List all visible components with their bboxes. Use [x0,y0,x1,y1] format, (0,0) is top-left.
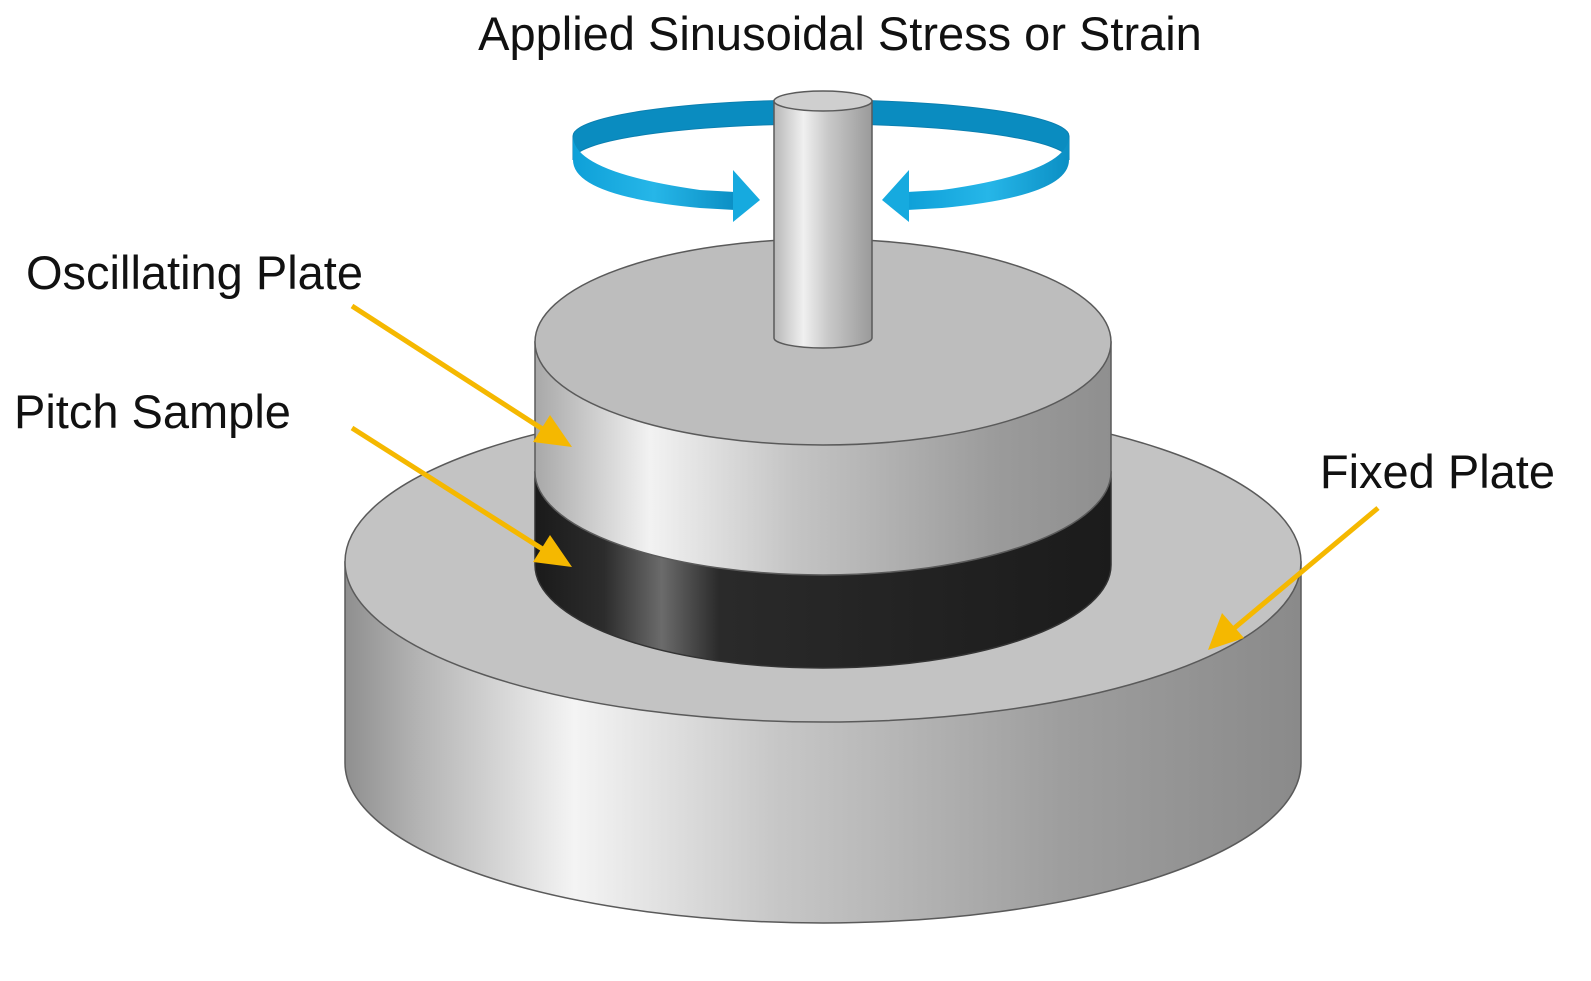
pointer-arrows [350,303,1380,650]
fixed-plate-label: Fixed Plate [1320,445,1555,498]
oscillating-plate-arrow-icon [350,303,572,447]
pitch-sample-label: Pitch Sample [14,385,291,438]
pitch-sample-arrow-icon [350,425,572,567]
shaft [773,90,873,349]
diagram-title: Applied Sinusoidal Stress or Strain [478,7,1202,60]
fixed-plate-arrow-icon [1208,506,1380,650]
rotation-arrow-icon [573,136,1069,222]
shaft-side [773,100,873,349]
oscillating-plate-label: Oscillating Plate [26,246,363,299]
shaft-top [773,90,873,112]
